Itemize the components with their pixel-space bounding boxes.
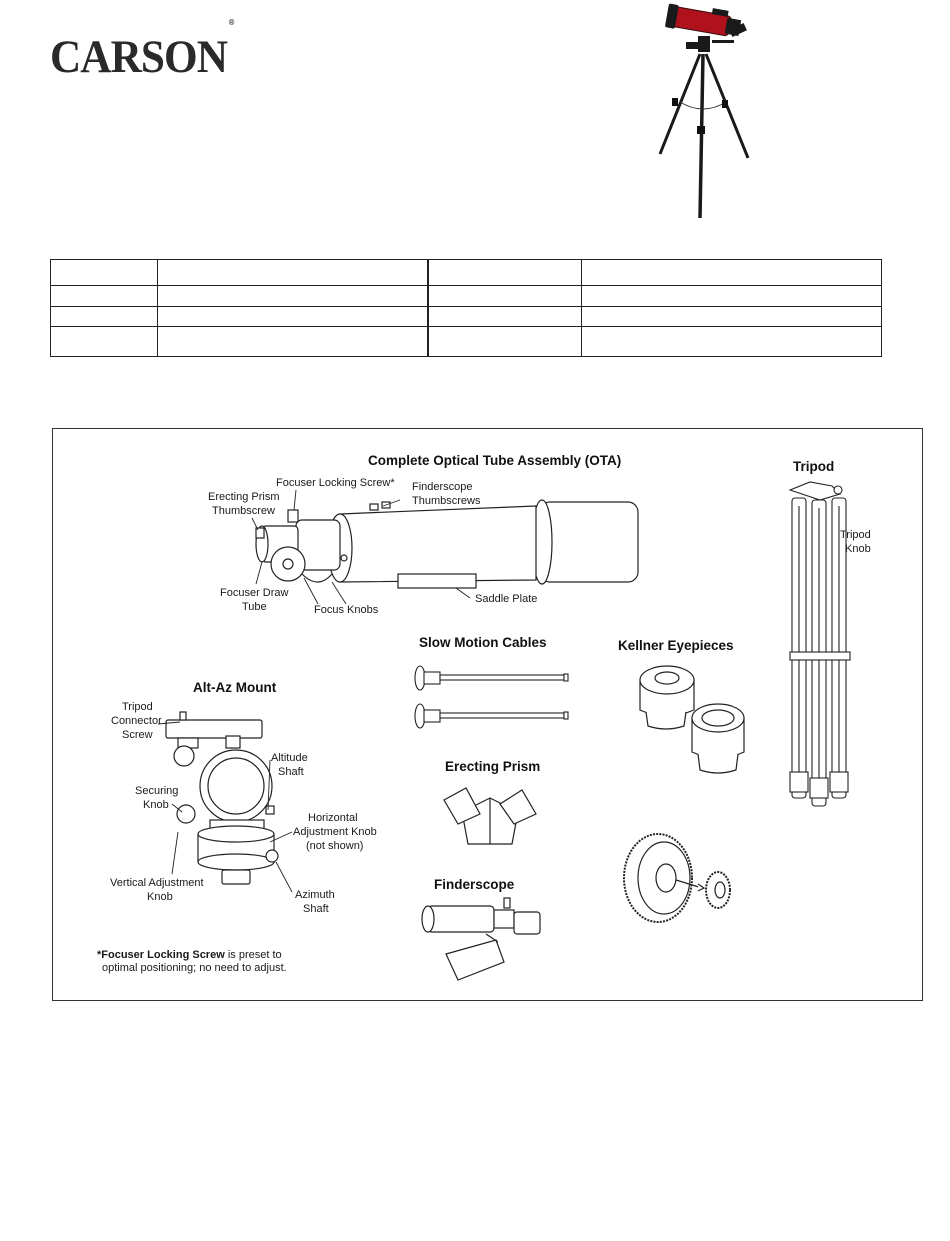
note-bold-text: *Focuser Locking Screw [97, 949, 225, 961]
finderscope-illustration [416, 896, 546, 986]
note-text: is preset to [225, 949, 282, 961]
erecting-prism-title: Erecting Prism [445, 759, 540, 774]
erecting-prism-illustration [440, 780, 540, 848]
slow-motion-cables-illustration [412, 664, 572, 740]
slow-motion-cables-title: Slow Motion Cables [419, 635, 547, 650]
kellner-eyepieces-illustration [636, 660, 746, 780]
finderscope-title: Finderscope [434, 877, 514, 892]
focus-gears-illustration [622, 832, 734, 926]
focuser-locking-screw-note-line2: optimal positioning; no need to adjust. [102, 961, 287, 975]
focuser-locking-screw-note-line1: *Focuser Locking Screw is preset to [97, 948, 282, 962]
kellner-eyepieces-title: Kellner Eyepieces [618, 638, 734, 653]
